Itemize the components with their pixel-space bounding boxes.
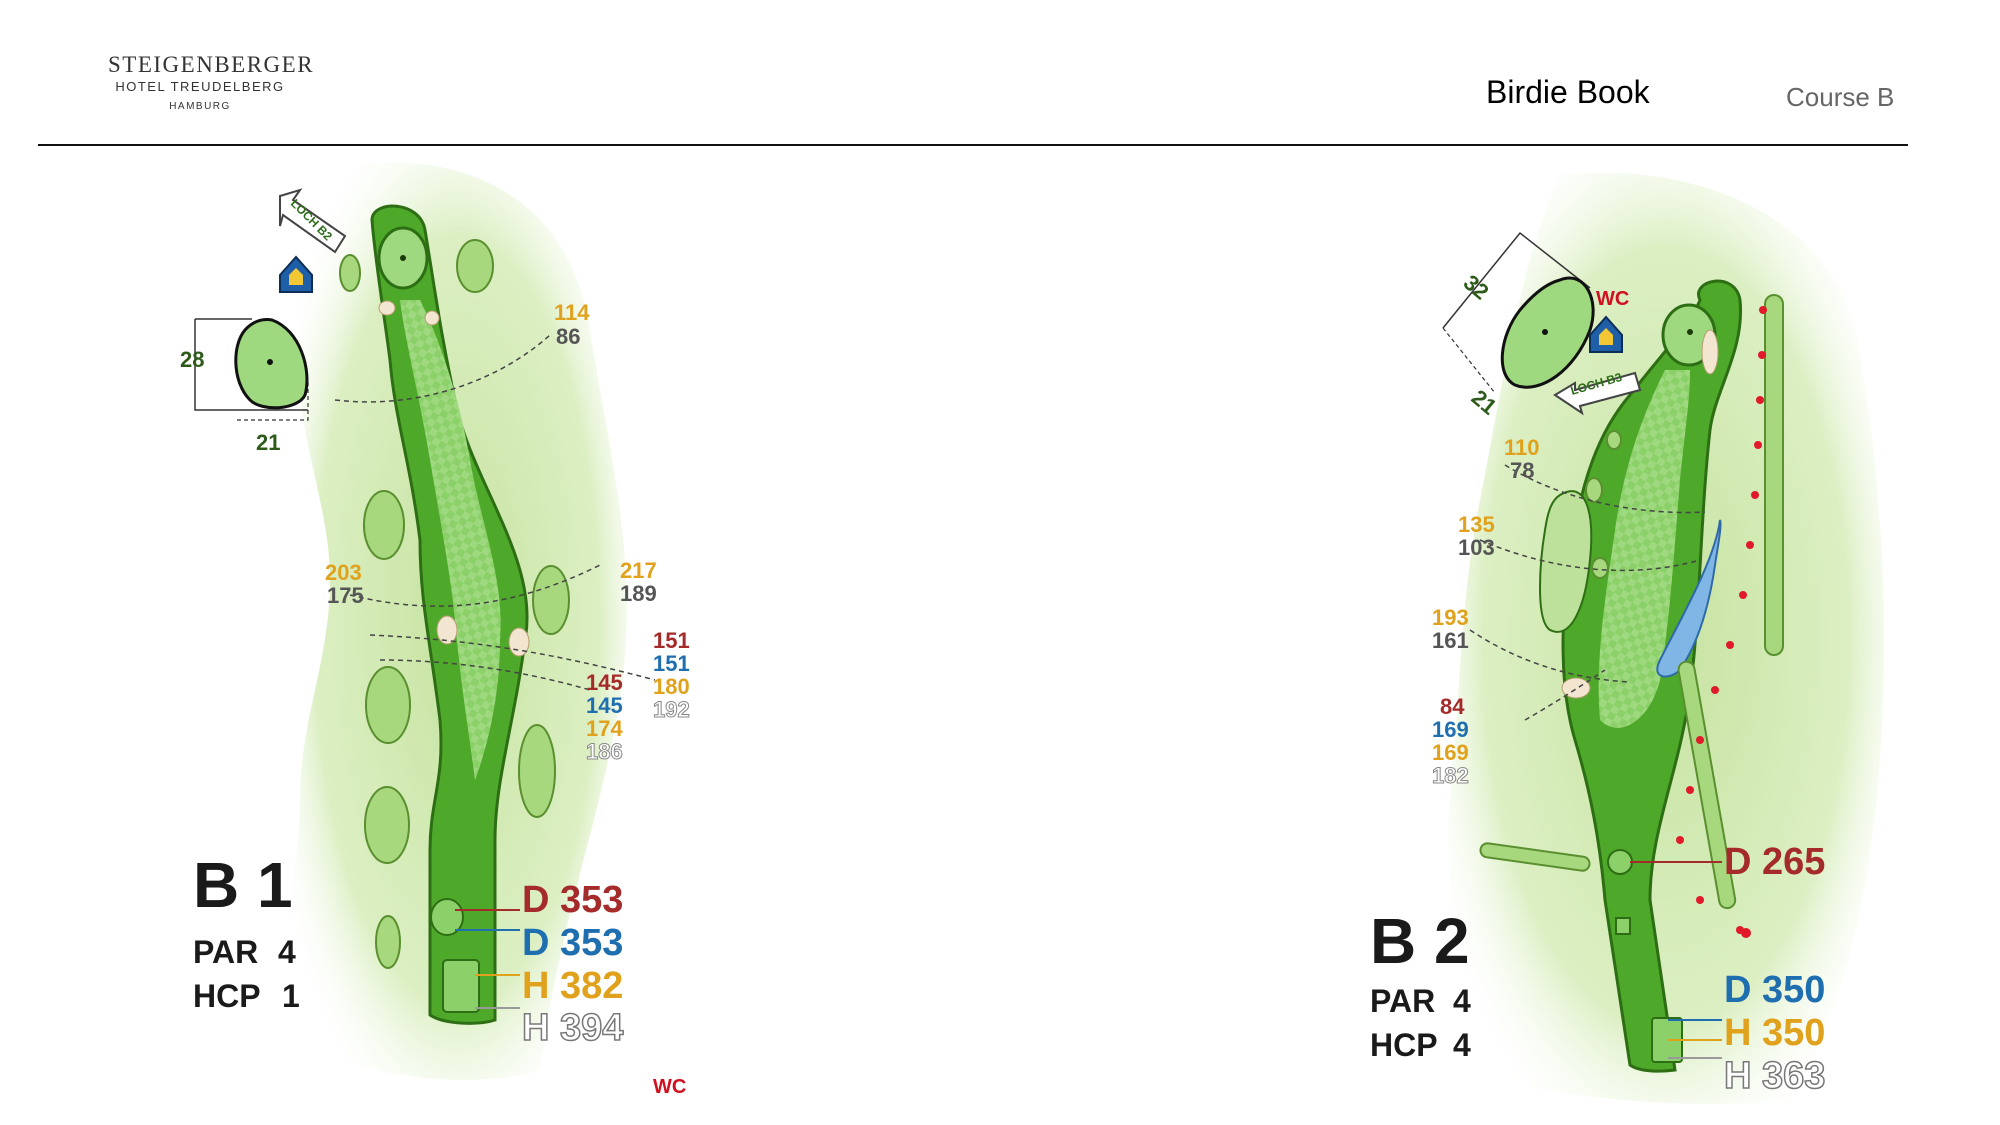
hole-b1-green-width: 21 [256, 430, 280, 455]
hole-b2-trees [1479, 294, 1784, 910]
hole-b1-tee-front [430, 898, 464, 936]
hole-b2-left-blue: 169 [1432, 717, 1469, 742]
hole-b1-hcp-label: HCP [193, 978, 261, 1014]
hole-b1-tee-back [442, 959, 480, 1013]
hole-b2-tee-mid [1615, 917, 1631, 935]
hole-b1-bunker [436, 615, 458, 645]
hole-b1-left-blue: 145 [586, 693, 623, 718]
hole-b2-par-label: PAR [1370, 983, 1435, 1019]
hole-b1-bunker [378, 300, 396, 316]
hole-b1-marker-203: 203 [325, 560, 362, 585]
hole-b2-left-red: 84 [1440, 694, 1465, 719]
hole-b1-map [194, 162, 656, 1080]
hole-b2-tee-yellow: H 350 [1724, 1012, 1825, 1054]
hole-b1-name: B 1 [193, 849, 293, 921]
hole-b1-marker-189: 189 [620, 581, 657, 606]
logo-brand: STEIGENBERGER [108, 52, 315, 77]
logo-hotel: HOTEL TREUDELBERG [115, 79, 285, 94]
hole-b2-ob-marker [1741, 928, 1751, 938]
hole-b2-green-length: 32 [1459, 270, 1494, 305]
hole-b1-tee-white: H 394 [522, 1007, 623, 1049]
hole-b2-hcp-label: HCP [1370, 1027, 1438, 1063]
hole-b2-tee-white: H 363 [1724, 1055, 1825, 1097]
hole-b1-fairway [370, 204, 529, 1025]
hole-b2-par: 4 [1453, 983, 1471, 1019]
hole-b2-wc: WC [1596, 288, 1629, 310]
hole-b2-fairway-stripe [1598, 370, 1690, 728]
hole-b2-out-of-bounds [1676, 306, 1767, 934]
hole-b1-pin [400, 255, 406, 261]
hole-b2-hcp: 4 [1453, 1027, 1471, 1063]
hole-b1-right-yellow: 180 [653, 674, 690, 699]
hole-b1-par-label: PAR [193, 934, 258, 970]
hole-b2-marker-78: 78 [1510, 458, 1534, 483]
hole-b2-next-hole-arrow [1553, 371, 1642, 416]
hole-b1-marker-175: 175 [327, 583, 364, 608]
hole-b1-green-length: 28 [180, 347, 204, 372]
hole-b1-tee-lines [455, 909, 520, 1009]
hole-b1-left-red: 145 [586, 670, 623, 695]
hole-b1-green-inset [194, 318, 309, 421]
hole-b2-marker-161: 161 [1432, 628, 1469, 653]
hole-b1-next-hole-arrow [279, 188, 347, 254]
hole-b1-right-blue: 151 [653, 651, 690, 676]
hole-b2-waste-area [1539, 490, 1593, 633]
hole-b1-hcp: 1 [282, 978, 300, 1014]
hole-b1-bunker [424, 310, 440, 326]
hole-b1-left-yellow: 174 [586, 716, 623, 741]
hole-b1-left-white: 186 [586, 739, 623, 764]
hole-b1-marker-217: 217 [620, 558, 657, 583]
document-title: Birdie Book [1486, 74, 1650, 110]
hole-b2-green-inset [1442, 231, 1595, 394]
hole-b1-tee-yellow: H 382 [522, 965, 623, 1007]
logo-city: HAMBURG [169, 101, 231, 112]
hole-b1-trees [339, 239, 570, 969]
hole-b2-marker-103: 103 [1458, 535, 1495, 560]
course-label: Course B [1786, 82, 1895, 112]
hole-b1-marker-86: 86 [556, 324, 580, 349]
hole-b2-clubhouse-icon [1589, 315, 1623, 353]
hole-b2-tee-front [1607, 849, 1633, 875]
hole-b1-right-white: 192 [653, 697, 690, 722]
hole-b1-wc: WC [653, 1076, 686, 1098]
hole-b2-bunker [1561, 677, 1591, 699]
hole-b2-bunker [1701, 329, 1719, 375]
hole-b1-par: 4 [278, 934, 296, 970]
hole-b2-marker-110: 110 [1504, 435, 1540, 460]
hole-b2-tee-blue: D 350 [1724, 969, 1825, 1011]
hole-b2-tee-lines [1630, 861, 1722, 1059]
hole-b2-left-yellow: 169 [1432, 740, 1469, 765]
hole-b2-tee-red: D 265 [1724, 841, 1825, 883]
hole-b1-distance-lines [334, 334, 656, 691]
hole-b1-marker-114: 114 [554, 300, 590, 325]
hole-b2-marker-135: 135 [1458, 512, 1495, 537]
hole-b2-marker-193: 193 [1432, 605, 1469, 630]
hole-b1-tee-blue: D 353 [522, 922, 623, 964]
hole-b2-map [1442, 172, 1884, 1104]
header-divider [38, 144, 1908, 146]
hole-b1-fairway-stripe [400, 300, 501, 780]
hole-b2-pin [1687, 329, 1693, 335]
hole-b1-right-red: 151 [653, 628, 690, 653]
hole-b1-tee-red: D 353 [522, 879, 623, 921]
hole-b1-clubhouse-icon [279, 255, 313, 293]
hole-b2-name: B 2 [1370, 905, 1470, 977]
hole-b2-left-white: 182 [1432, 763, 1469, 788]
hole-b2-distance-lines [1469, 464, 1706, 721]
